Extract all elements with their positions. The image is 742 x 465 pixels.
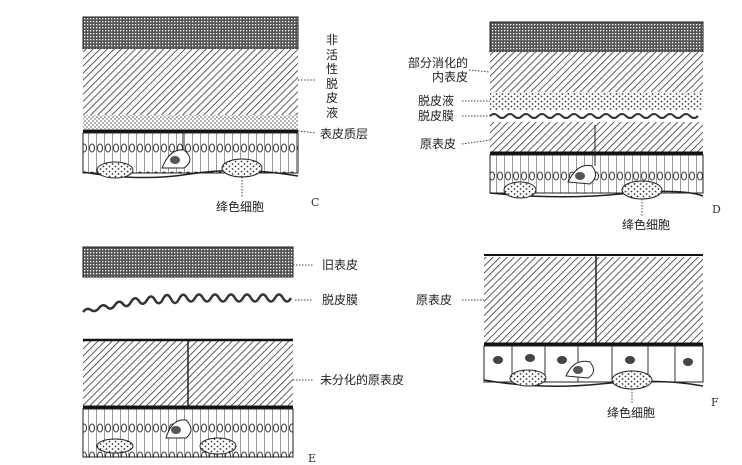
panel-f-nucleus [525,354,535,362]
panel-letter-f: F [711,396,719,409]
panel-e-old-cuticle [82,246,294,278]
panel-d-chromatophore [621,180,663,200]
panel-f-procuticle [484,257,703,343]
panel-c [82,16,317,198]
label-ecdysial-membrane-e: 脱皮膜 [322,293,359,307]
panel-c-chromatophore [96,161,134,179]
label-old-cuticle: 旧表皮 [322,258,359,272]
label-partially-digested-endocuticle: 部分消化的内表皮 [408,56,469,84]
panel-e-chromatophore [96,438,134,454]
panel-d-partially-digested-endocuticle [490,52,703,92]
panel-c-gland-nucleus [170,156,180,164]
label-chromatophore-f: 绛色细胞 [607,406,656,420]
leader-line [461,139,491,145]
panel-f-nucleus [493,356,503,364]
panel-d-molting-fluid [490,92,703,110]
panel-d [461,21,704,216]
panel-d-gland-nucleus [575,172,585,180]
label-procuticle-f: 原表皮 [416,293,453,307]
label-molting-fluid: 脱皮液 [418,94,455,108]
panel-letter-e: E [308,452,317,465]
panel-letter-c: C [311,196,320,209]
leader-line [297,130,317,134]
panel-f [462,254,704,404]
panel-d-chromatophore [503,181,537,199]
panel-f-chromatophore [509,369,547,387]
label-ecdysial-membrane-d: 脱皮膜 [418,109,455,123]
label-undifferentiated-procuticle: 未分化的原表皮 [320,373,405,387]
panel-f-gland-nucleus [573,366,583,374]
panel-d-old-epicuticle [489,21,704,53]
panel-e-gland-nucleus [171,426,181,434]
panel-d-procuticle [490,122,703,152]
panel-e [82,246,313,458]
label-epicuticle: 表皮质层 [320,127,369,141]
panel-c-epicuticle-dark-layer [82,16,299,50]
label-procuticle-d: 原表皮 [420,137,457,151]
panel-e-shed-ecdysial-membrane [82,293,293,313]
panel-f-chromatophore [611,370,653,390]
label-chromatophore-d: 绛色细胞 [622,218,671,232]
panel-c-molting-fluid-layer [83,115,298,129]
leader-line [468,69,491,73]
label-chromatophore-c: 绛色细胞 [216,200,265,214]
panel-f-nucleus [625,356,635,364]
panel-letter-d: D [712,203,721,216]
panel-c-chromatophore [221,158,263,178]
panel-f-nucleus [683,358,693,366]
panel-f-nucleus [557,356,567,364]
panel-d-ecdysial-membrane [489,113,699,119]
panel-e-chromatophore [199,437,237,455]
label-inactive-molting-fluid: 非活性脱皮液 [325,33,338,120]
panel-c-hatched-layer [83,49,298,115]
